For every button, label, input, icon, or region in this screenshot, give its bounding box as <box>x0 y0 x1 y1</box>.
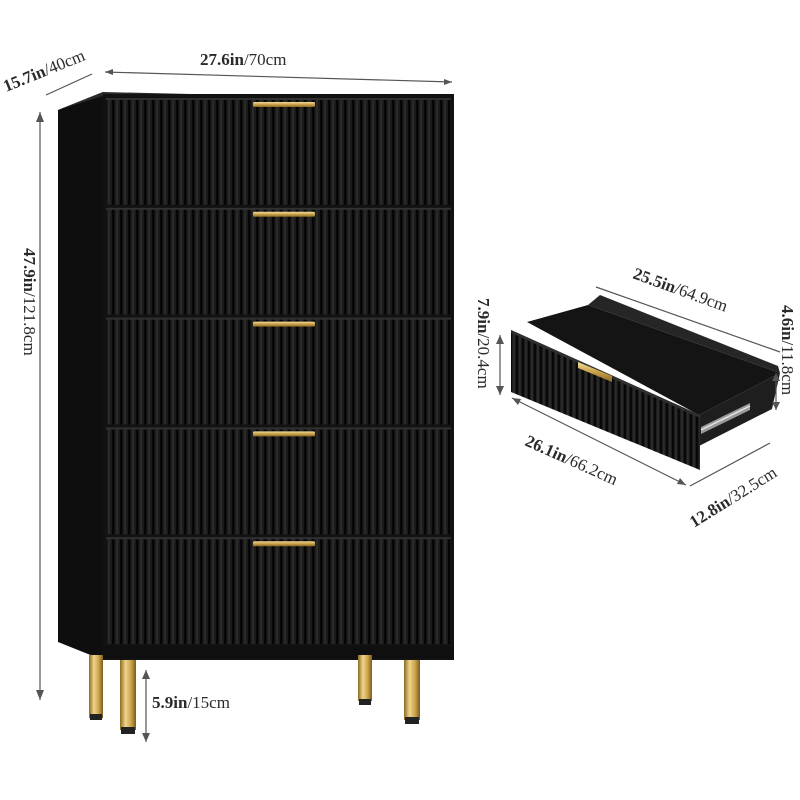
leg-front-right <box>404 660 420 720</box>
leg-front-left-foot <box>121 727 135 734</box>
drawer-depth-label: 12.8in/32.5cm <box>686 463 780 532</box>
drawer-edge-2 <box>106 207 451 210</box>
drawer-front-3 <box>106 317 451 425</box>
leg-back-left-foot <box>90 714 102 720</box>
drawer-front-1 <box>106 98 451 205</box>
drawer-front-width-label: 26.1in/66.2cm <box>522 431 620 489</box>
depth-label: 15.7in/40cm <box>0 46 87 96</box>
leg-front-right-foot <box>405 717 419 724</box>
dresser <box>58 92 454 734</box>
drawer-interior-floor <box>527 305 780 415</box>
drawer-stack <box>106 98 451 644</box>
dresser-legs <box>89 655 420 734</box>
drawer-front-2 <box>106 207 451 315</box>
drawer-edge-4 <box>106 427 451 430</box>
leg-front-left <box>120 660 136 730</box>
height-label: 47.9in/121.8cm <box>20 248 39 356</box>
drawer-back-wall <box>588 295 780 373</box>
width-label: 27.6in/70cm <box>200 50 286 69</box>
drawer-front-panel <box>511 330 700 470</box>
dresser-bottom-rail <box>103 646 454 658</box>
drawer-front-4 <box>106 427 451 535</box>
drawer-handle-icon <box>253 431 315 437</box>
leg-back-left <box>89 655 103 718</box>
drawer-edge-1 <box>106 98 451 100</box>
leg-back-right-foot <box>359 699 371 705</box>
drawer-inner-height-label: 4.6in/11.8cm <box>778 305 797 395</box>
drawer-front-5 <box>106 537 451 644</box>
drawer-edge-5 <box>106 537 451 540</box>
drawer-front-height-label: 7.9in/20.4cm <box>474 298 493 389</box>
drawer-inner-width-label: 25.5in/64.9cm <box>631 264 731 316</box>
drawer-handle-icon <box>253 102 315 107</box>
dresser-dimension-lines <box>36 69 453 742</box>
leg-height-label: 5.9in/15cm <box>152 693 230 712</box>
dresser-side-panel <box>58 92 103 660</box>
drawer-handle-icon <box>253 211 315 217</box>
drawer-edge-3 <box>106 317 451 320</box>
leg-back-right <box>358 655 372 701</box>
drawer-handle-icon <box>578 362 612 382</box>
drawer-handle-icon <box>253 321 315 327</box>
drawer-detail <box>511 295 780 470</box>
drawer-handle-icon <box>253 541 315 547</box>
drawer-dimension-lines <box>496 286 781 487</box>
